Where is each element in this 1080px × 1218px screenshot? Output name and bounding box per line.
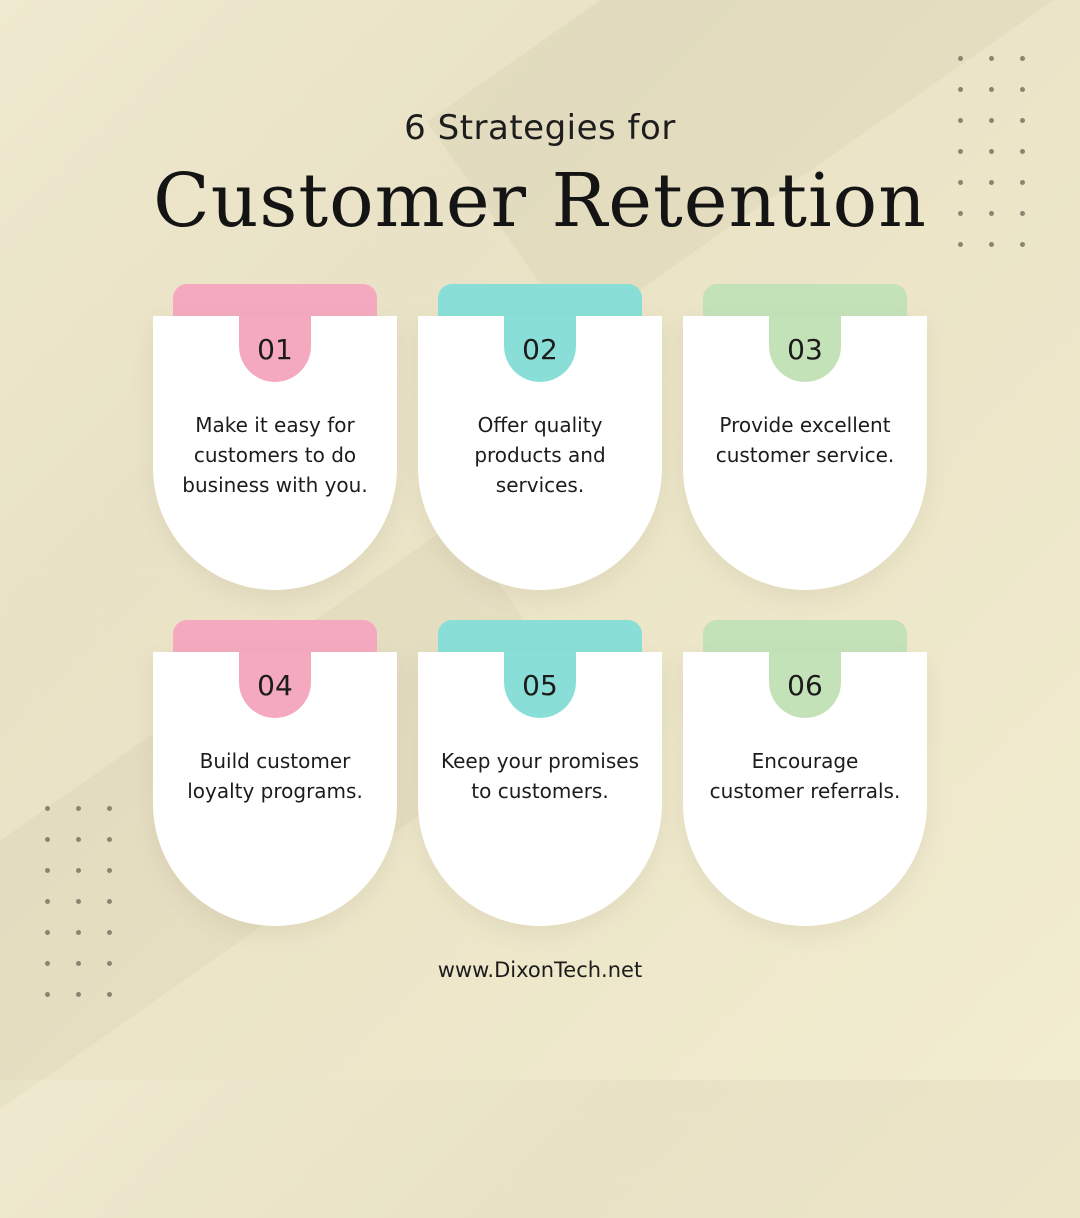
dot-pattern-bottom-left [45, 806, 112, 997]
card-text: Encourage customer referrals. [709, 749, 901, 803]
card-number-badge: 04 [239, 652, 311, 718]
card-text: Build customer loyalty programs. [187, 749, 363, 803]
card-text: Offer quality products and services. [474, 413, 606, 497]
card-number-badge: 05 [504, 652, 576, 718]
strategy-card-6: 06 Encourage customer referrals. [683, 620, 927, 926]
strategy-card-2: 02 Offer quality products and services. [418, 284, 662, 590]
strategy-card-4: 04 Build customer loyalty programs. [153, 620, 397, 926]
page-subtitle: 6 Strategies for [404, 108, 676, 148]
card-number-badge: 02 [504, 316, 576, 382]
strategy-card-3: 03 Provide excellent customer service. [683, 284, 927, 590]
card-number-badge: 06 [769, 652, 841, 718]
card-text: Make it easy for customers to do busines… [182, 413, 368, 497]
card-number-badge: 01 [239, 316, 311, 382]
page-title: Customer Retention [153, 158, 927, 244]
strategy-card-1: 01 Make it easy for customers to do busi… [153, 284, 397, 590]
strategy-card-5: 05 Keep your promises to customers. [418, 620, 662, 926]
card-text: Keep your promises to customers. [440, 749, 639, 803]
website-link[interactable]: www.DixonTech.net [437, 958, 643, 982]
card-text: Provide excellent customer service. [715, 413, 895, 467]
dot-pattern-top-right [958, 56, 1025, 247]
card-number-badge: 03 [769, 316, 841, 382]
